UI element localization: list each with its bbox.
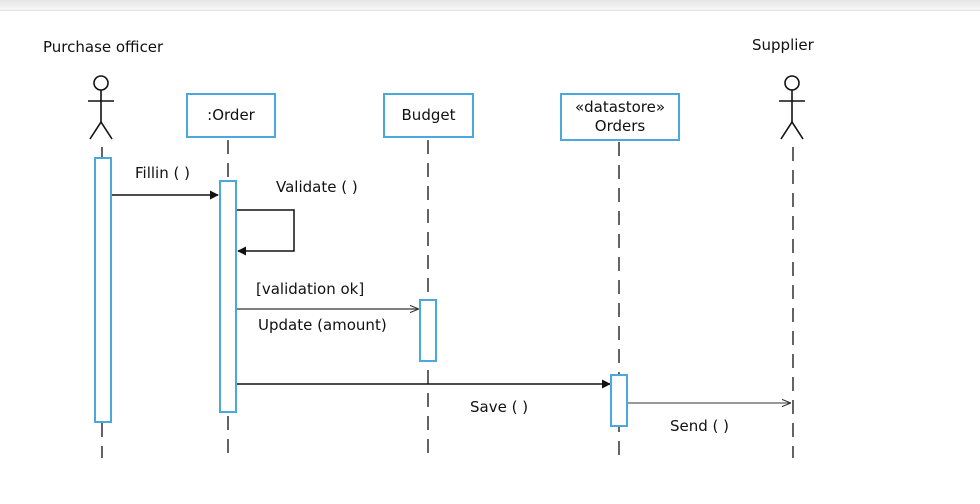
budget-object-box: Budget <box>383 93 474 138</box>
save-message-label: Save ( ) <box>470 398 529 416</box>
budget-object-label: Budget <box>401 106 456 124</box>
orders-object-label: Orders <box>594 117 646 135</box>
orders-activation <box>610 374 628 427</box>
orders-stereotype-label: «datastore» <box>574 98 666 116</box>
order-object-box: :Order <box>186 93 276 138</box>
budget-activation <box>419 299 437 362</box>
update-message-label: Update (amount) <box>258 316 387 334</box>
guard-condition-label: [validation ok] <box>256 280 365 298</box>
send-message-label: Send ( ) <box>670 417 730 435</box>
window-top-strip <box>0 0 980 11</box>
fillin-message-label: Fillin ( ) <box>135 164 190 182</box>
purchase-officer-label: Purchase officer <box>43 38 164 56</box>
purchase-officer-activation <box>94 157 112 423</box>
validate-self-arrow <box>236 209 295 256</box>
order-activation <box>219 180 237 413</box>
supplier-actor-icon <box>779 75 805 140</box>
supplier-label: Supplier <box>752 36 814 54</box>
purchase-officer-actor-icon <box>88 75 114 140</box>
validate-message-label: Validate ( ) <box>276 178 358 196</box>
orders-datastore-box: «datastore» Orders <box>560 93 680 141</box>
order-object-label: :Order <box>207 106 255 124</box>
